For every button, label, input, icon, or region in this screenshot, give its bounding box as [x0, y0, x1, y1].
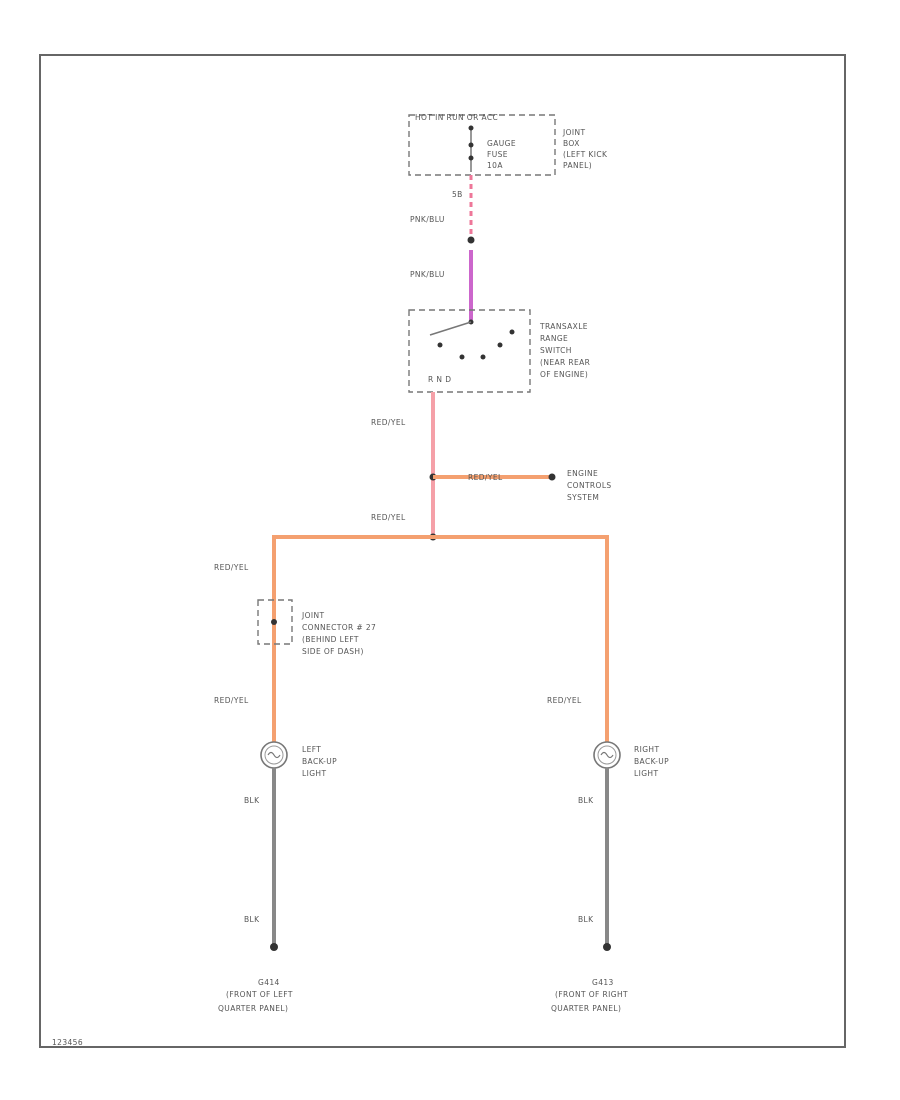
wire-label-pnk-blu-1: PNK/BLU [410, 215, 445, 224]
junction-box-label-1: BOX [563, 139, 580, 148]
right-ground-label-0: G413 [592, 978, 614, 987]
transaxle-label-2: SWITCH [540, 346, 572, 355]
connector-c1 [467, 236, 475, 244]
fuse-header: HOT IN RUN OR ACC [415, 113, 498, 122]
wire-label-pnk-blu-2: PNK/BLU [410, 270, 445, 279]
joint-connector-label-1: CONNECTOR # 27 [302, 623, 376, 632]
wire-label-blk-right-1: BLK [578, 796, 594, 805]
right-bulb-inner [597, 745, 617, 765]
right-light-label-1: BACK-UP [634, 757, 669, 766]
switch-contact-2 [459, 354, 465, 360]
right-light-label-0: RIGHT [634, 745, 659, 754]
diagram-frame [39, 54, 846, 1048]
left-ground-label-1: (FRONT OF LEFT [226, 990, 293, 999]
right-light-label-2: LIGHT [634, 769, 658, 778]
switch-contact-1 [437, 342, 443, 348]
engine-controls-label-1: CONTROLS [567, 481, 612, 490]
left-light-label-0: LEFT [302, 745, 321, 754]
fuse-terminal-top [468, 125, 474, 131]
junction-box-label-0: JOINT [562, 128, 586, 137]
junction-box-label-3: PANEL) [563, 161, 592, 170]
left-light-label-1: BACK-UP [302, 757, 337, 766]
fuse-amp: 10A [487, 161, 503, 170]
right-ground-label-1: (FRONT OF RIGHT [555, 990, 628, 999]
joint-box-outline [408, 114, 556, 176]
transaxle-label-1: RANGE [540, 334, 568, 343]
wire-label-blk-left-1: BLK [244, 796, 260, 805]
right-bulb-filament [600, 751, 614, 759]
wire-label-red-yel-switch: RED/YEL [371, 418, 406, 427]
joint-connector-27: JOINT CONNECTOR # 27 (BEHIND LEFT SIDE O… [257, 599, 376, 656]
left-bulb-filament [267, 751, 281, 759]
wire-label-red-yel-engine: RED/YEL [468, 473, 503, 482]
left-backup-light: LEFT BACK-UP LIGHT [260, 741, 337, 778]
joint-connector-label-0: JOINT [301, 611, 325, 620]
joint-connector-outline [257, 599, 293, 645]
engine-controls-label-0: ENGINE [567, 469, 598, 478]
left-bulb-inner [264, 745, 284, 765]
wire-label-5b: 5B [452, 190, 463, 199]
fuse-terminal-mid [468, 142, 474, 148]
transaxle-label-0: TRANSAXLE [539, 322, 588, 331]
switch-contact-5 [509, 329, 515, 335]
switch-positions: R N D [428, 375, 451, 384]
left-ground-label-0: G414 [258, 978, 280, 987]
wire-label-red-yel-left-bottom: RED/YEL [214, 696, 249, 705]
left-ground-label-2: QUARTER PANEL) [218, 1004, 288, 1013]
fuse-sub: FUSE [487, 150, 508, 159]
transaxle-label-3: (NEAR REAR [540, 358, 590, 367]
switch-arm [429, 321, 472, 336]
wire-red-yel-right-branch [433, 535, 609, 745]
switch-contact-3 [480, 354, 486, 360]
wire-label-red-yel-splice: RED/YEL [371, 513, 406, 522]
diagram-id: 123456 [52, 1038, 83, 1047]
wire-red-yel-left-branch [272, 535, 433, 745]
wire-label-blk-right-2: BLK [578, 915, 594, 924]
transaxle-range-switch: R N D TRANSAXLE RANGE SWITCH (NEAR REAR … [408, 309, 590, 393]
junction-box-label-2: (LEFT KICK [563, 150, 608, 159]
left-light-label-2: LIGHT [302, 769, 326, 778]
joint-connector-pin [271, 619, 277, 625]
transaxle-switch-outline [408, 309, 531, 393]
engine-controls-terminal [548, 473, 556, 481]
joint-box-fuse: HOT IN RUN OR ACC GAUGE FUSE 10A JOINT B… [408, 113, 608, 176]
right-ground-label-2: QUARTER PANEL) [551, 1004, 621, 1013]
fuse-name: GAUGE [487, 139, 516, 148]
wire-label-red-yel-left-top: RED/YEL [214, 563, 249, 572]
joint-connector-label-2: (BEHIND LEFT [302, 635, 359, 644]
wire-label-blk-left-2: BLK [244, 915, 260, 924]
joint-connector-label-3: SIDE OF DASH) [302, 647, 364, 656]
fuse-terminal-bottom [468, 155, 474, 161]
transaxle-label-4: OF ENGINE) [540, 370, 588, 379]
wire-label-red-yel-right: RED/YEL [547, 696, 582, 705]
right-ground-point [603, 943, 611, 951]
left-ground-point [270, 943, 278, 951]
switch-contact-4 [497, 342, 503, 348]
engine-controls-label-2: SYSTEM [567, 493, 599, 502]
